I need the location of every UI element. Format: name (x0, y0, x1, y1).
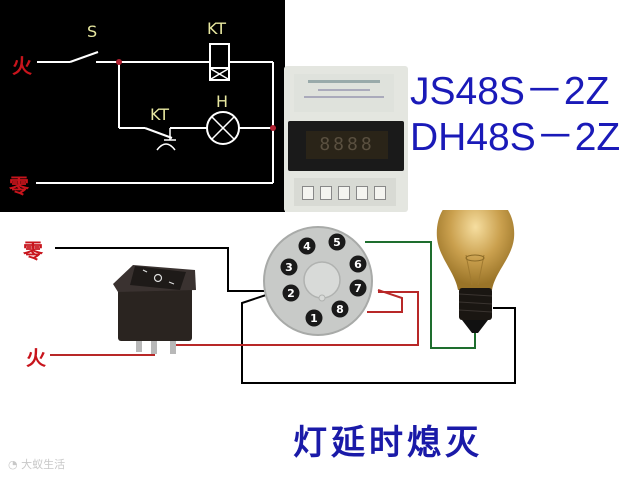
relay-contact-label: KT (150, 105, 170, 124)
watermark-logo-icon: ◔ (8, 458, 18, 471)
light-bulb-icon (436, 210, 515, 333)
jumper-wire-7-8 (367, 289, 403, 313)
octal-socket: 1 2 3 4 5 6 7 8 (263, 226, 373, 336)
watermark: ◔ 大蚁生活 (8, 456, 65, 472)
junction-node (116, 59, 122, 65)
model-name-dh48s: DH48S－2Z (410, 116, 621, 159)
timer-label-area (294, 74, 394, 112)
timer-relay-photo: 8888 (284, 66, 408, 212)
switched-live-wire (175, 291, 419, 346)
relay-contact-blade (144, 127, 173, 139)
junction-node (270, 125, 276, 131)
wiring-diagram: 1 2 3 4 5 6 7 8 (50, 210, 516, 384)
pin-4: 4 (303, 240, 311, 253)
pin-2: 2 (287, 287, 295, 300)
pin-3: 3 (285, 261, 293, 274)
timer-dip-switches (294, 178, 396, 206)
watermark-text: 大蚁生活 (21, 458, 66, 471)
live-label: 火 (12, 54, 32, 78)
diagram-caption: 灯延时熄灭 (293, 423, 483, 463)
wiring-live-label: 火 (26, 346, 46, 370)
pin-1: 1 (310, 312, 318, 325)
lamp-return-wire (241, 292, 516, 384)
relay-coil-label: KT (207, 19, 227, 38)
schematic-drawing (36, 43, 276, 184)
lamp-label: H (216, 92, 229, 111)
switch-label: S (87, 22, 98, 41)
pin-6: 6 (354, 258, 362, 271)
neutral-label: 零 (9, 174, 29, 198)
pin-8: 8 (336, 303, 344, 316)
neutral-wire (55, 247, 272, 292)
pin5-to-lamp-wire (365, 241, 476, 349)
timer-display: 8888 (306, 131, 388, 159)
timer-display-bezel: 8888 (288, 121, 404, 171)
pin-7: 7 (354, 282, 362, 295)
model-name-js48s: JS48S－2Z (410, 70, 610, 113)
time-delay-arc-icon (156, 143, 176, 151)
rocker-switch (113, 265, 196, 354)
pin-5: 5 (333, 236, 341, 249)
switch-s-blade (69, 51, 99, 63)
circuit-schematic: 火 零 S KT KT H (0, 0, 285, 212)
wiring-neutral-label: 零 (23, 239, 43, 263)
